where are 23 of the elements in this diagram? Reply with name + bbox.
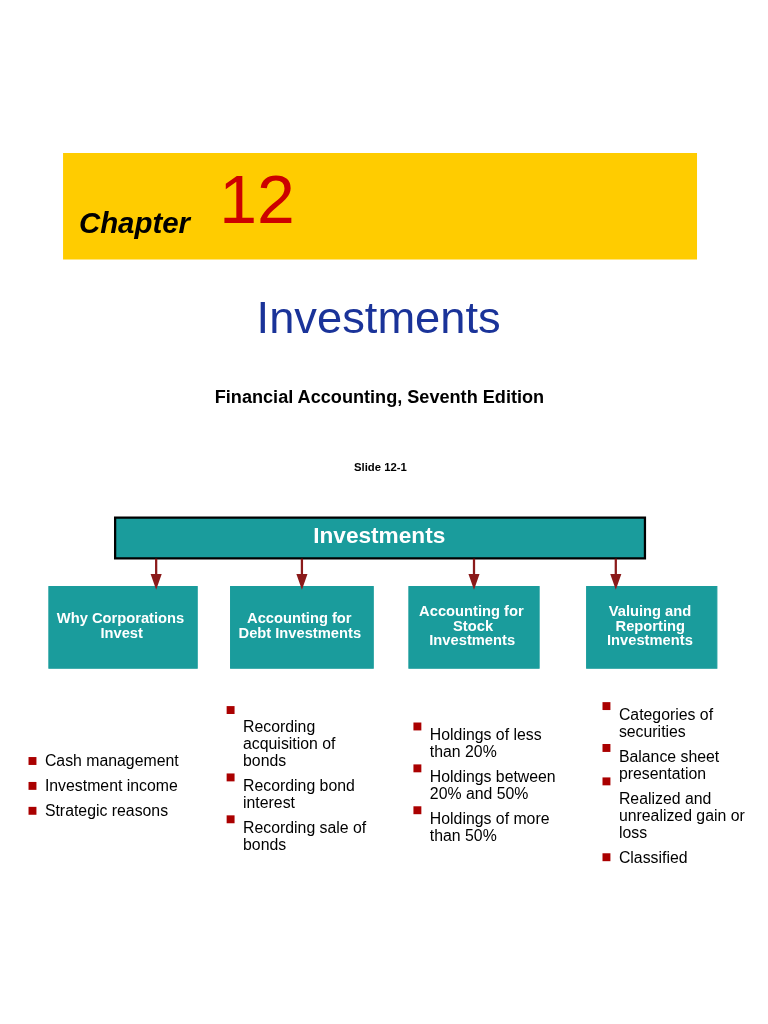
node-label: Investment income (44, 776, 178, 794)
node-label: Strategic reasons (44, 801, 169, 819)
node-label: Balance sheet presentation (618, 747, 720, 782)
label: Investments (256, 291, 501, 343)
node-label: Realized and unrealized gain or loss (618, 789, 745, 841)
node-box: Accounting for Stock Investments (408, 585, 540, 669)
node-label: Recording bond interest (243, 776, 355, 811)
node-label: Holdings of less than 20% (429, 725, 542, 760)
node-box: Valuing and Reporting Investments (586, 585, 718, 669)
node-label: Cash management (44, 751, 179, 769)
label: Financial Accounting, Seventh Edition (214, 386, 545, 407)
node-label: Classified (618, 848, 688, 866)
label: Slide 12-1 (354, 460, 407, 473)
node-box: Investments (114, 515, 647, 559)
node-label: Categories of securities (618, 705, 714, 740)
node-label: Recording acquisition of bonds (243, 717, 336, 769)
node-box: Why Corporations Invest (48, 585, 198, 669)
label: 12 (219, 161, 295, 237)
node-label: Holdings of more than 50% (429, 809, 550, 844)
node-label: Holdings between 20% and 50% (429, 767, 556, 802)
label: Chapter (78, 205, 191, 239)
node-box: Accounting for Debt Investments (230, 585, 374, 669)
node-label: Recording sale of bonds (243, 818, 367, 853)
